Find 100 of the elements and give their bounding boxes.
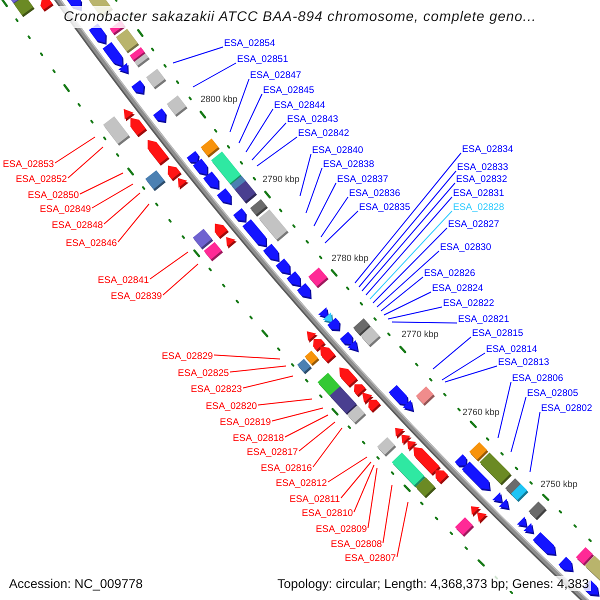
gene-label: ESA_02837 <box>337 174 388 184</box>
leader-line <box>396 502 408 558</box>
leader-line <box>354 464 374 512</box>
leader-line <box>54 136 96 164</box>
gene-label: ESA_02850 <box>28 190 79 200</box>
gene-label: ESA_02843 <box>287 114 338 124</box>
leader-line <box>444 366 498 382</box>
gene-label: ESA_02806 <box>512 372 564 384</box>
leader-line <box>172 46 224 64</box>
scale-label: 2790 kbp <box>262 174 300 184</box>
leader-line <box>362 182 456 292</box>
leader-line <box>300 154 312 196</box>
leader-line <box>432 336 472 370</box>
leader-line <box>192 62 236 88</box>
gene-label: ESA_02824 <box>432 282 484 294</box>
leader-line <box>340 462 372 498</box>
gene-label: ESA_02834 <box>462 144 514 154</box>
gene-label: ESA_02816 <box>260 462 312 474</box>
leader-line <box>392 322 458 324</box>
gene-label: ESA_02818 <box>232 432 284 444</box>
gene-label: ESA_02822 <box>443 298 494 308</box>
gene-label: ESA_02815 <box>472 328 524 338</box>
leader-line <box>284 414 328 438</box>
leader-line <box>498 382 512 438</box>
gene-label: ESA_02819 <box>220 416 271 428</box>
gene-label: ESA_02817 <box>246 446 298 458</box>
gene-label: ESA_02811 <box>290 494 340 504</box>
gene-label: ESA_02852 <box>16 174 67 184</box>
leader-line <box>358 170 456 288</box>
gene-label: ESA_02808 <box>330 538 382 550</box>
gene-label: ESA_02826 <box>424 268 476 278</box>
gene-label: ESA_02827 <box>448 218 500 230</box>
leader-line <box>162 264 198 296</box>
leader-line <box>258 398 312 406</box>
leader-line <box>370 210 452 300</box>
leader-line <box>314 182 336 226</box>
leader-line <box>372 228 448 304</box>
gene-label: ESA_02839 <box>110 290 162 302</box>
leader-line <box>242 376 294 388</box>
leader-line <box>298 422 336 452</box>
leader-line <box>530 412 540 472</box>
leader-line <box>368 468 378 528</box>
gene-label: ESA_02849 <box>40 204 91 214</box>
gene-label: ESA_02840 <box>312 144 364 156</box>
leader-line <box>92 184 134 208</box>
gene-label: ESA_02854 <box>224 38 276 48</box>
gene-label: ESA_02829 <box>162 350 213 362</box>
gene-label: ESA_02836 <box>349 188 400 198</box>
gene-label: ESA_02831 <box>453 188 504 198</box>
gene-label: ESA_02835 <box>359 202 410 212</box>
gene-label: ESA_02823 <box>190 384 242 394</box>
leader-line <box>230 78 250 132</box>
gene-label: ESA_02813 <box>498 356 550 368</box>
gene-label: ESA_02851 <box>237 54 288 64</box>
leader-line <box>118 204 150 242</box>
leader-line <box>246 108 274 152</box>
gene-label: ESA_02845 <box>263 84 314 96</box>
gene-label: ESA_02833 <box>457 162 508 172</box>
scale-label: 2750 kbp <box>540 479 578 489</box>
scale-label: 2770 kbp <box>401 329 439 339</box>
leader-line <box>80 172 124 194</box>
gene-label: ESA_02820 <box>206 400 257 412</box>
leader-line <box>366 196 452 296</box>
gene-label: ESA_02846 <box>66 238 117 248</box>
gene-label: ESA_02842 <box>298 128 350 138</box>
leader-line <box>272 408 324 422</box>
leader-line <box>150 252 188 280</box>
leader-line <box>320 196 348 238</box>
gene-label: ESA_02812 <box>276 478 327 488</box>
leader-line <box>328 456 368 482</box>
leader-line <box>384 292 432 316</box>
leader-line <box>238 94 262 144</box>
leader-line <box>68 146 104 178</box>
gene-label: ESA_02853 <box>2 158 54 170</box>
scale-label: 2760 kbp <box>462 407 500 417</box>
leader-line <box>380 276 424 312</box>
leader-line <box>104 192 140 224</box>
leader-line <box>382 484 392 544</box>
leader-line <box>376 250 440 308</box>
leader-line <box>354 152 462 284</box>
scale-label: 2800 kbp <box>200 94 238 104</box>
gene-label: ESA_02838 <box>323 158 374 170</box>
gene-label: ESA_02807 <box>344 552 396 564</box>
leader-line <box>510 396 526 452</box>
leader-line <box>306 168 322 214</box>
leader-line <box>442 352 486 380</box>
gene-label: ESA_02832 <box>456 174 508 184</box>
leader-line <box>256 136 298 166</box>
gene-label: ESA_02828 <box>453 202 504 212</box>
gene-label: ESA_02802 <box>541 402 592 414</box>
gene-label: ESA_02848 <box>52 220 103 230</box>
gene-label: ESA_02809 <box>316 524 367 534</box>
gene-label: ESA_02814 <box>486 344 538 354</box>
gene-label: ESA_02821 <box>458 314 510 324</box>
gene-label: ESA_02844 <box>274 100 326 110</box>
leader-line <box>230 366 286 372</box>
leader-line <box>324 210 358 244</box>
leader-line <box>252 122 286 160</box>
gene-label: ESA_02810 <box>302 508 353 518</box>
accession-text: Accession: NC_009778 <box>7 576 145 591</box>
